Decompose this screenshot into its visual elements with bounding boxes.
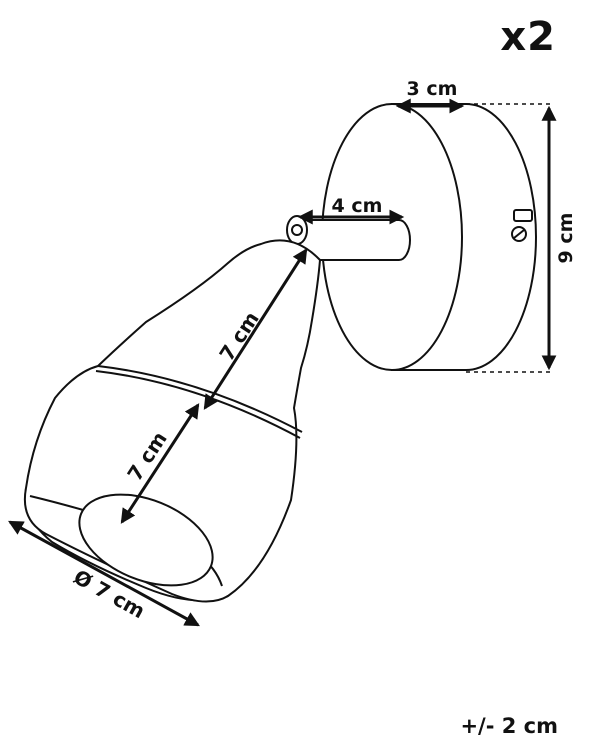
- pivot-joint: [286, 215, 308, 245]
- dimension-backplate-height: 9 cm: [466, 103, 577, 373]
- dimension-backplate-depth: 3 cm: [395, 78, 465, 114]
- tolerance-label: +/- 2 cm: [460, 714, 558, 738]
- mounting-screw-icon: [511, 209, 533, 242]
- dimension-arm-length: 4 cm: [297, 195, 405, 225]
- dimension-backplate-depth-label: 3 cm: [407, 78, 458, 100]
- dimension-backplate-height-label: 9 cm: [555, 213, 577, 264]
- arm: [302, 219, 411, 261]
- dimension-arm-length-label: 4 cm: [332, 195, 383, 217]
- quantity-label: x2: [500, 14, 556, 60]
